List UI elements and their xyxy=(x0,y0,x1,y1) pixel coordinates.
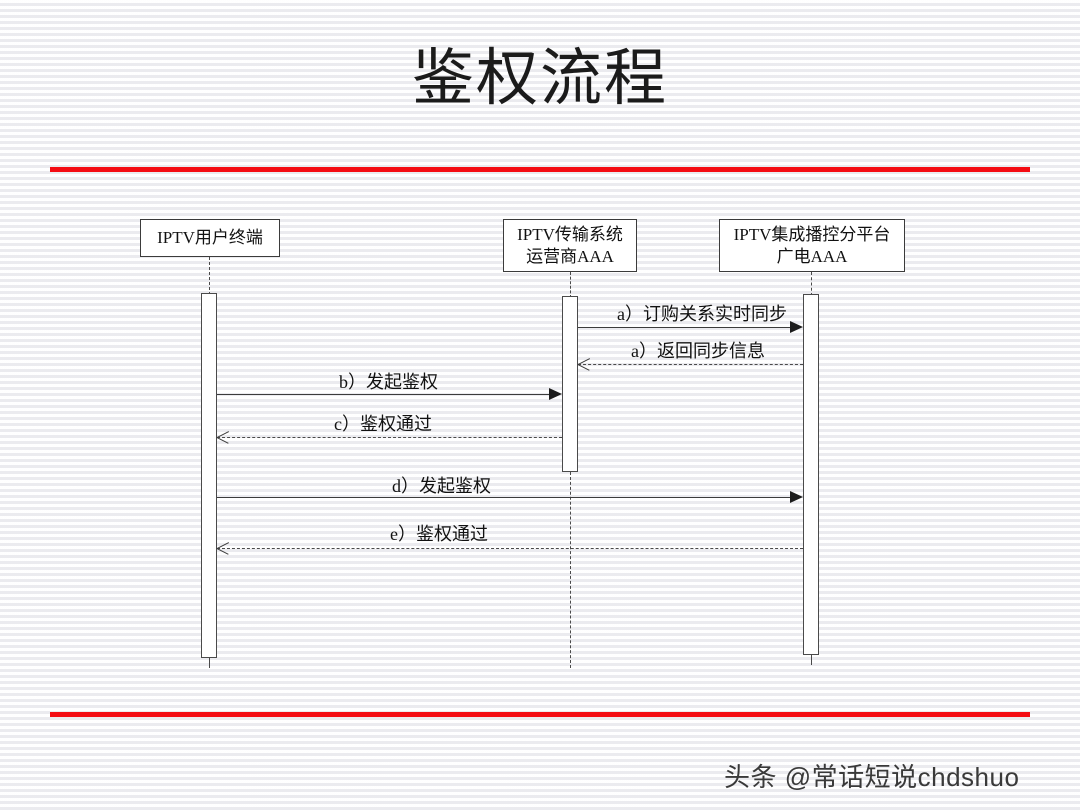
participant-label-platform-line2: 广电AAA xyxy=(776,246,848,266)
lifeline-stub-terminal xyxy=(209,658,210,668)
lifeline-transport xyxy=(570,272,571,298)
message-line-a1 xyxy=(578,327,790,328)
arrowhead-b xyxy=(549,388,562,400)
participant-label-platform-line1: IPTV集成播控分平台 xyxy=(733,224,891,244)
participant-box-terminal[interactable]: IPTV用户终端 xyxy=(140,219,280,257)
arrowhead-a2 xyxy=(578,358,590,370)
activation-bar-transport xyxy=(562,296,578,472)
message-label-c: c）鉴权通过 xyxy=(334,414,432,434)
lifeline-platform xyxy=(811,272,812,296)
message-label-b: b）发起鉴权 xyxy=(339,372,438,392)
arrowhead-e xyxy=(217,542,229,554)
arrowhead-a1 xyxy=(790,321,803,333)
participant-label-transport-line2: 运营商AAA xyxy=(526,246,614,266)
message-label-d: d）发起鉴权 xyxy=(392,476,491,496)
message-label-e: e）鉴权通过 xyxy=(390,524,488,544)
watermark: 头条 @常话短说chdshuo xyxy=(724,762,1020,792)
message-line-b xyxy=(217,394,550,395)
message-label-a1: a）订购关系实时同步 xyxy=(617,304,787,324)
participant-box-transport[interactable]: IPTV传输系统 运营商AAA xyxy=(503,219,637,272)
lifeline-stub-platform xyxy=(811,655,812,665)
lifeline-terminal xyxy=(209,257,210,295)
message-line-c xyxy=(217,437,562,438)
arrowhead-c xyxy=(217,431,229,443)
message-line-e xyxy=(217,548,803,549)
participant-label-transport-line1: IPTV传输系统 xyxy=(517,224,623,244)
message-line-d xyxy=(217,497,792,498)
participant-label-terminal-line1: IPTV用户终端 xyxy=(157,228,263,248)
message-line-a2 xyxy=(578,364,803,365)
activation-bar-platform xyxy=(803,294,819,655)
message-label-a2: a）返回同步信息 xyxy=(631,341,765,361)
lifeline-transport-lower xyxy=(570,472,571,668)
participant-box-platform[interactable]: IPTV集成播控分平台 广电AAA xyxy=(719,219,905,272)
arrowhead-d xyxy=(790,491,803,503)
activation-bar-terminal xyxy=(201,293,217,658)
